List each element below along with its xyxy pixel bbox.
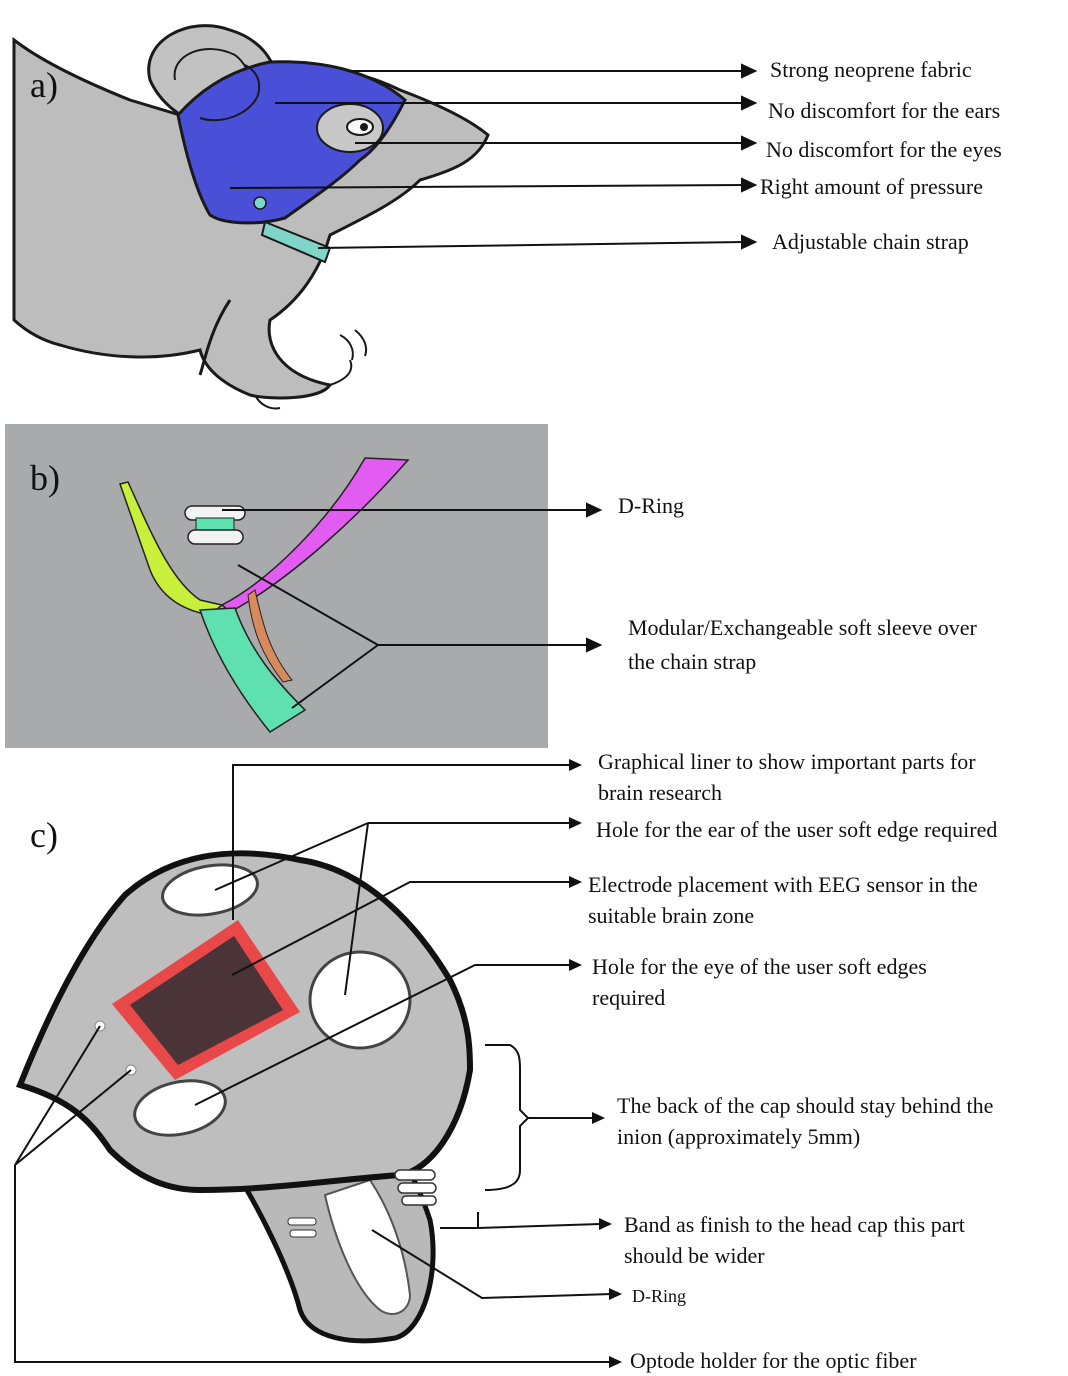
annotation-d-ring-c: D-Ring [632,1281,686,1312]
annotation-pressure: Right amount of pressure [760,171,983,202]
annotation-band-line1: Band as finish to the head cap this part [624,1209,965,1240]
annotation-electrode-line1: Electrode placement with EEG sensor in t… [588,869,978,900]
annotation-cap-back-line2: inion (approximately 5mm) [617,1121,860,1152]
annotation-d-ring-b: D-Ring [618,490,684,521]
annotation-optode-holder: Optode holder for the optic fiber [630,1345,917,1376]
annotation-eye-hole-line2: required [592,982,665,1013]
annotation-band-line2: should be wider [624,1240,765,1271]
annotation-soft-sleeve-line1: Modular/Exchangeable soft sleeve over [628,612,977,643]
annotation-neoprene-fabric: Strong neoprene fabric [770,54,972,85]
annotation-graphical-liner-line2: brain research [598,777,722,808]
eye-hole-c [310,952,410,1048]
annotation-eye-hole-line1: Hole for the eye of the user soft edges [592,951,927,982]
panel-a-label: a) [30,64,58,106]
annotation-chain-strap: Adjustable chain strap [772,226,969,257]
annotation-ears: No discomfort for the ears [768,95,1000,126]
annotation-soft-sleeve-line2: the chain strap [628,646,756,677]
annotation-ear-hole: Hole for the ear of the user soft edge r… [596,814,997,845]
panel-c-label: c) [30,814,58,856]
annotation-cap-back-line1: The back of the cap should stay behind t… [617,1090,993,1121]
panel-c: c) Graphical liner to show important par… [0,750,1068,1374]
panel-b: b) D-Ring Modular/Exchangeable soft slee… [0,420,1068,750]
panel-a: a) Strong neoprene fabric No discomfort … [0,0,1068,420]
panel-b-photo [0,420,1068,750]
annotation-graphical-liner-line1: Graphical liner to show important parts … [598,746,976,777]
annotation-eyes: No discomfort for the eyes [766,134,1002,165]
panel-b-label: b) [30,457,60,499]
annotation-electrode-line2: suitable brain zone [588,900,754,931]
